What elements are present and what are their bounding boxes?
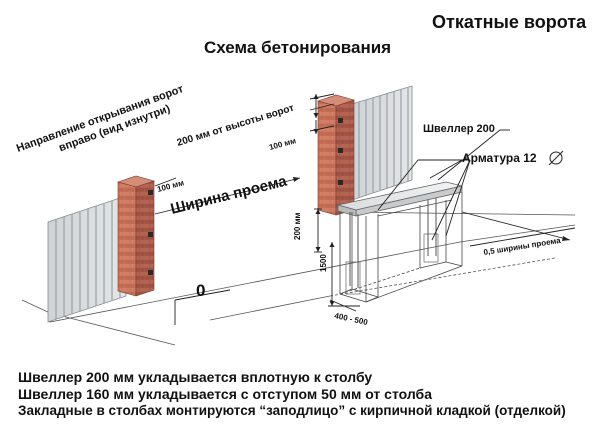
ground-plane: [21, 211, 576, 346]
note-line-3: Закладные в столбах монтируются “заподли…: [18, 403, 566, 418]
rebar: [349, 198, 437, 288]
foundation-pits: [339, 192, 463, 303]
width-400-500-label: 400 - 500: [334, 311, 369, 327]
opening-width-label: Ширина проема: [169, 172, 289, 217]
right-brick-pillar: [316, 94, 356, 216]
zero-marker-label: 0: [196, 281, 205, 300]
note-line-1: Швеллер 200 мм укладывается вплотную к с…: [18, 369, 373, 385]
left-brick-pillar: [116, 175, 156, 297]
note-line-2: Швеллер 160 мм укладывается с отступом 5…: [18, 386, 432, 402]
leader-lines: [377, 129, 510, 241]
dimension-arrowheads: [293, 94, 570, 306]
rebar-label: Арматура 12: [462, 151, 537, 165]
direction-label-group: Направление открывания ворот вправо (вид…: [15, 83, 186, 155]
direction-label-line1: Направление открывания ворот: [15, 83, 186, 155]
half-opening-label: 0,5 ширины проема: [483, 236, 562, 257]
channel-200-label: Швеллер 200: [423, 123, 495, 135]
left-fence-panel: [47, 195, 127, 323]
diagram-subtitle: Схема бетонирования: [204, 38, 392, 57]
mm200-side-label: 200 мм: [293, 213, 302, 240]
right-fence-panel: [351, 85, 413, 201]
mm100-top-label: 100 мм: [268, 136, 297, 152]
mm100-left-label: 100 мм: [156, 178, 185, 194]
diameter-symbol-icon: [548, 150, 564, 166]
depth-1500-label: 1500: [319, 254, 328, 272]
page-title: Откатные ворота: [432, 12, 587, 32]
